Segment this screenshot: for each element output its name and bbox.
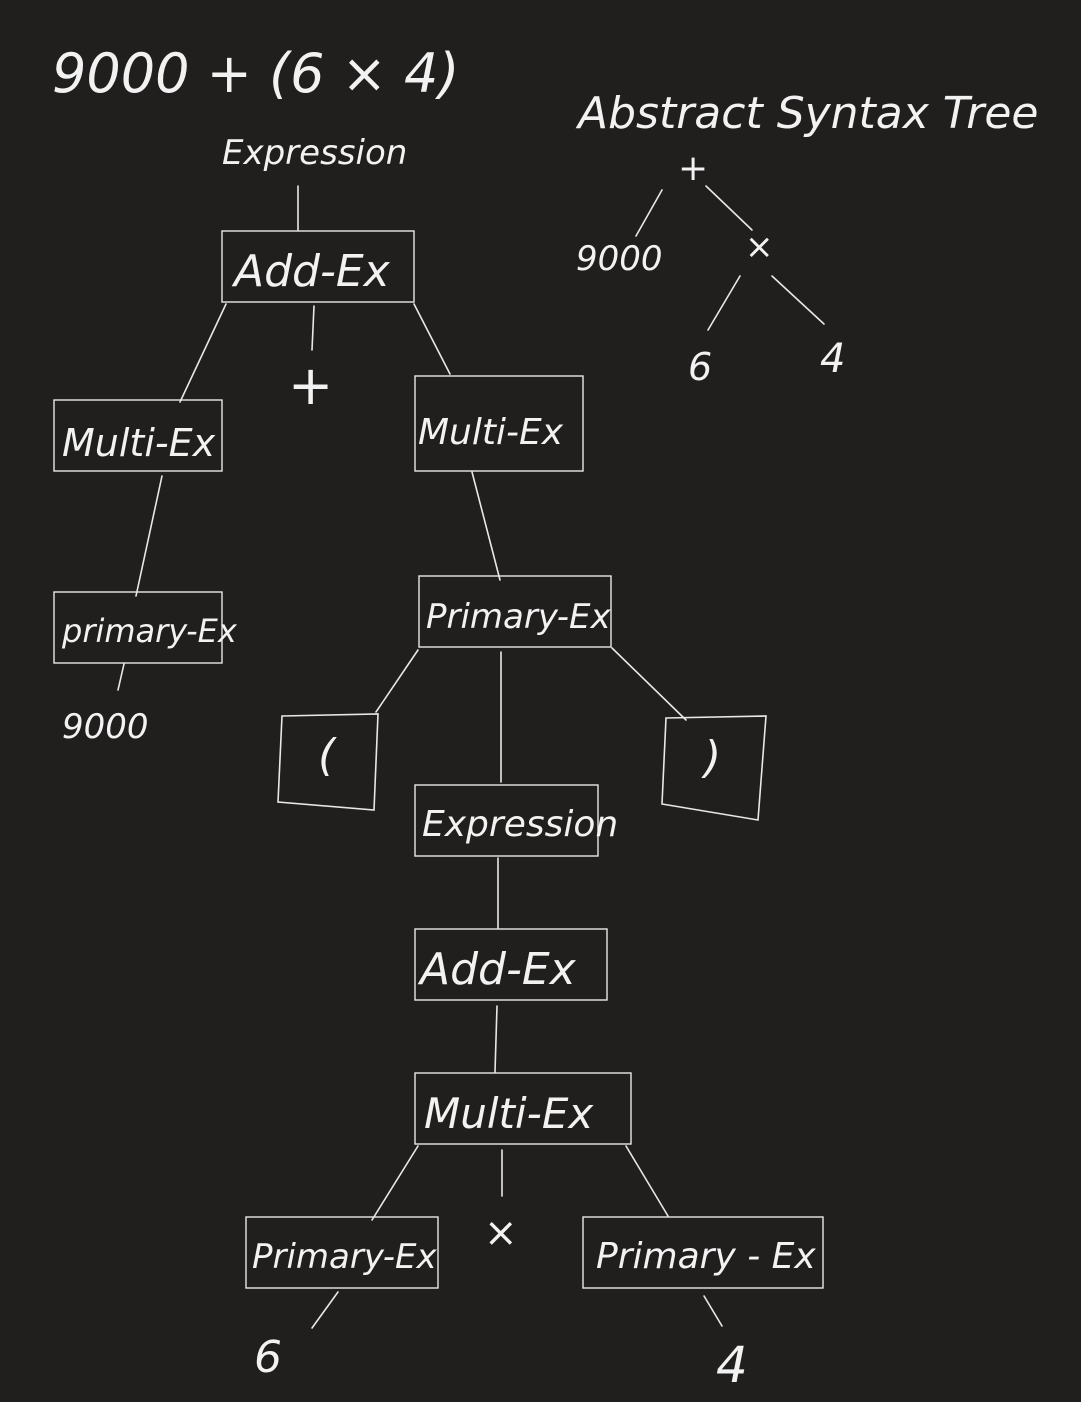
ast-leaf-4: 4	[820, 336, 845, 382]
literal-4: 4	[716, 1336, 748, 1394]
node-inner-multi-ex	[414, 1072, 632, 1145]
node-primary-ex-left-label: primary-Ex	[61, 612, 238, 650]
edge-multiex-primary-six	[371, 1145, 419, 1221]
node-inner-multi-ex-label: Multi-Ex	[424, 1089, 594, 1138]
edge-addex-multileft	[179, 303, 227, 403]
edge-multiex-primary-four	[625, 1145, 669, 1217]
node-multi-ex-right-label: Multi-Ex	[418, 412, 564, 453]
literal-6: 6	[254, 1332, 282, 1383]
node-inner-add-ex	[414, 928, 608, 1001]
node-inner-add-ex-label: Add-Ex	[417, 944, 577, 995]
ast-edge-times-6	[707, 275, 741, 331]
source-expression: 9000 + (6 × 4)	[52, 42, 459, 105]
ast-root-plus: +	[678, 148, 708, 189]
ast-leaf-6: 6	[688, 345, 712, 389]
literal-9000: 9000	[62, 707, 149, 747]
lparen-token: (	[318, 730, 337, 781]
edge-primary-4	[703, 1295, 723, 1327]
plus-token: +	[288, 354, 333, 417]
ast-edge-times-4	[771, 275, 825, 325]
ast-leaf-9000: 9000	[576, 239, 663, 279]
edge-addex-multiex	[494, 1005, 498, 1073]
node-add-ex-top	[221, 230, 415, 303]
node-primary-ex-six	[245, 1216, 439, 1289]
ast-edge-plus-times	[705, 185, 753, 231]
node-primary-ex-six-label: Primary-Ex	[252, 1237, 438, 1277]
edge-addex-multiright	[413, 303, 451, 375]
times-token: ×	[484, 1210, 518, 1256]
edge-primary-rparen	[611, 647, 687, 721]
node-primary-ex-paren	[418, 575, 612, 648]
edge-multiright-primary	[471, 471, 501, 581]
ast-edge-plus-9000	[635, 189, 663, 237]
ast-title: Abstract Syntax Tree	[575, 88, 1038, 139]
ast-times: ×	[745, 227, 774, 267]
node-primary-ex-paren-label: Primary-Ex	[426, 597, 612, 637]
edge-addex-plus	[311, 305, 315, 351]
node-multi-ex-left-label: Multi-Ex	[62, 421, 216, 465]
node-inner-expression-label: Expression	[422, 804, 618, 845]
edge-multileft-primary	[135, 475, 163, 597]
edge-primary-lparen	[375, 649, 419, 713]
node-lparen-box	[277, 713, 379, 811]
node-primary-ex-four	[582, 1216, 824, 1289]
node-primary-ex-four-label: Primary - Ex	[596, 1236, 816, 1277]
node-add-ex-top-label: Add-Ex	[231, 246, 391, 297]
node-primary-ex-left	[53, 591, 223, 664]
node-inner-expression	[414, 784, 599, 857]
rparen-token: )	[701, 732, 721, 783]
edge-primary-9000	[117, 663, 125, 691]
node-multi-ex-right	[414, 375, 584, 472]
edge-primary-6	[311, 1291, 339, 1329]
node-multi-ex-left	[53, 399, 223, 472]
root-expression-label: Expression	[222, 133, 407, 173]
node-rparen-box	[661, 715, 767, 821]
